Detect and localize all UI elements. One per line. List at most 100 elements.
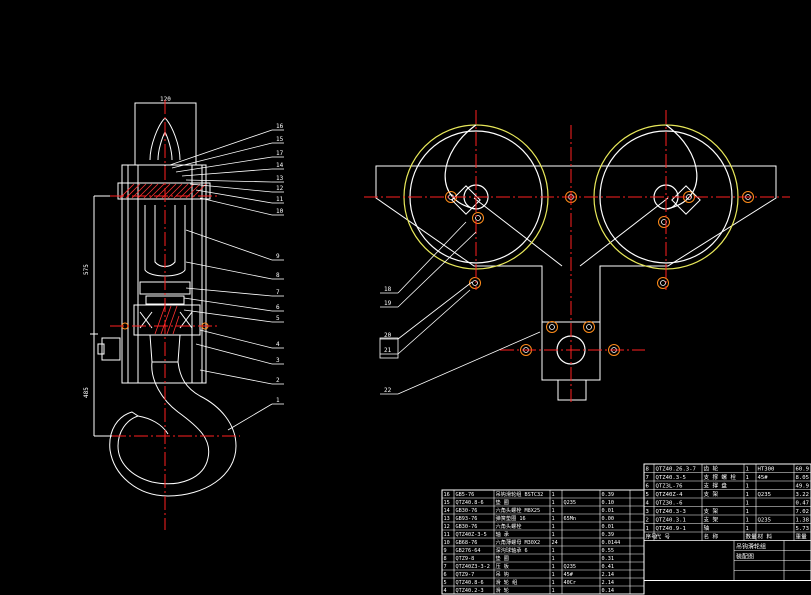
hook-callout-label: 4 [276, 341, 280, 348]
trolley-centerlines [364, 110, 790, 402]
left-table-cell: 垫 圈 [496, 498, 510, 506]
trolley-leader-line [397, 231, 477, 308]
left-table-cell: GB30-76 [456, 508, 478, 514]
hook-callout-label: 7 [276, 289, 280, 296]
right-table-cell: 支 撑 盘 [704, 482, 728, 490]
right-table-cell: 支 架 [704, 490, 719, 498]
trolley-leader-line [397, 221, 467, 294]
trolley-leader-line [397, 289, 471, 355]
left-table-cell: QTZ9-8 [456, 556, 475, 562]
right-table-cell: 支 撑 螺 栓 [704, 473, 737, 481]
left-table-cell: 2.14 [602, 572, 615, 578]
bolt-icon [546, 321, 558, 333]
left-table-cell: 弹簧垫圈 16 [496, 514, 526, 522]
bolt-icon [583, 321, 595, 333]
right-table-cell: 45# [758, 475, 769, 481]
left-table-cell: 45# [564, 572, 574, 578]
trolley-callout-label: 22 [384, 387, 392, 394]
right-table-cell: QTZ40.3-5 [656, 475, 686, 481]
trolley-leader-line [397, 281, 473, 340]
left-table-cell: 2.14 [602, 580, 615, 586]
right-table-cell: 1 [746, 518, 749, 524]
left-table-cell: GB30-76 [456, 524, 478, 530]
right-table-cell: QTZ3L-76 [656, 484, 683, 490]
left-table-cell: 13 [444, 516, 450, 522]
left-table-cell: 0.14 [602, 588, 615, 594]
trolley-callout-label: 21 [384, 347, 392, 354]
right-table-cell: 1 [746, 484, 749, 490]
hook-callout-label: 16 [276, 123, 284, 130]
hook-leader-line [185, 261, 273, 280]
hook-callout-label: 9 [276, 253, 280, 260]
hook-leader-line [189, 183, 273, 193]
left-table-cell: 0.41 [602, 564, 615, 570]
left-table-cell: 滑 轮 组 [496, 578, 518, 586]
left-table-cell: GB93-76 [456, 516, 478, 522]
right-table-cell: 5 [646, 492, 649, 498]
hook-leader-line [181, 168, 273, 177]
left-table-cell: QTZ40Z3-3-2 [456, 564, 490, 570]
right-table-cell: 1 [646, 526, 649, 532]
left-table-cell: 7 [444, 564, 447, 570]
right-table-cell: Q235 [758, 492, 771, 498]
left-table-cell: 0.31 [602, 556, 615, 562]
title-block-text: 吊钩滑轮组 [736, 543, 766, 551]
right-table-cell: 1 [746, 475, 749, 481]
left-table-cell: QTZ40Z-3-5 [456, 532, 487, 538]
hook-callout-label: 6 [276, 304, 280, 311]
trolley-callout-label: 18 [384, 286, 392, 293]
right-table-cell: 4 [646, 501, 650, 507]
hook-leader-line [227, 403, 273, 431]
hook-callout-label: 15 [276, 136, 284, 143]
hook-leader-line [195, 343, 273, 365]
hook-leader-line [199, 197, 273, 216]
hook-callout-label: 11 [276, 196, 284, 203]
hook-callout-label: 17 [276, 150, 284, 157]
housing-hatch [154, 305, 180, 335]
right-table-cell: 支 架 [704, 516, 719, 524]
left-table-cell: 1 [552, 492, 555, 498]
left-table-cell: 六角头螺栓 [496, 522, 523, 530]
trolley-callout-label: 20 [384, 332, 392, 339]
hook-leader-line [171, 142, 273, 169]
left-table-cell: 12 [444, 524, 450, 530]
left-table-cell: 轴 承 [496, 530, 510, 538]
right-table-cell: Q235 [758, 518, 771, 524]
left-table-cell: GB5-76 [456, 492, 475, 498]
left-table-cell: 1 [552, 516, 555, 522]
right-table-cell: 1 [746, 467, 749, 473]
bearing-cross [139, 311, 193, 329]
hook-callout-label: 1 [276, 397, 280, 404]
bearing-housing [133, 304, 201, 336]
left-table-cell: 16 [444, 492, 450, 498]
trolley-callout-label: 19 [384, 300, 392, 307]
left-table-cell: QTZ40.8-6 [456, 500, 484, 506]
left-table-cell: 1 [552, 564, 555, 570]
trolley-leader-line [397, 331, 541, 395]
left-table-cell: Q235 [564, 564, 577, 570]
left-table-cell: QTZ40.2-3 [456, 588, 484, 594]
right-table-cell: 1 [746, 501, 749, 507]
right-table-cell: QTZ40.9-1 [656, 526, 686, 532]
hook-leader-line [195, 189, 273, 204]
right-table-cell: 齿 轮 [704, 465, 719, 473]
left-table-cell: Q235 [564, 500, 577, 506]
side-dim-upper: 575 [83, 264, 90, 275]
right-table-cell: 60.9 [796, 467, 809, 473]
left-table-cell: 六角头螺栓 M8X25 [496, 506, 541, 514]
bolt-icon [657, 277, 669, 289]
hook-callout-label: 13 [276, 175, 284, 182]
left-table-cell: 1 [552, 580, 555, 586]
right-table-cell: QTZ40.3.1 [656, 518, 686, 524]
right-table-cell: 轴 [704, 524, 710, 532]
right-table-cell: 支 架 [704, 507, 719, 515]
left-table-cell: 垫 圈 [496, 554, 510, 562]
hook-callout-label: 3 [276, 357, 280, 364]
top-dim-label: 120 [160, 96, 171, 103]
left-table-cell: 1 [552, 548, 555, 554]
right-table-cell: 7 [646, 475, 649, 481]
hook-callout-label: 14 [276, 162, 284, 169]
left-table-cell: 14 [444, 508, 450, 514]
hook-leader-line [199, 329, 273, 349]
left-table-cell: QTZ40.8-6 [456, 580, 484, 586]
